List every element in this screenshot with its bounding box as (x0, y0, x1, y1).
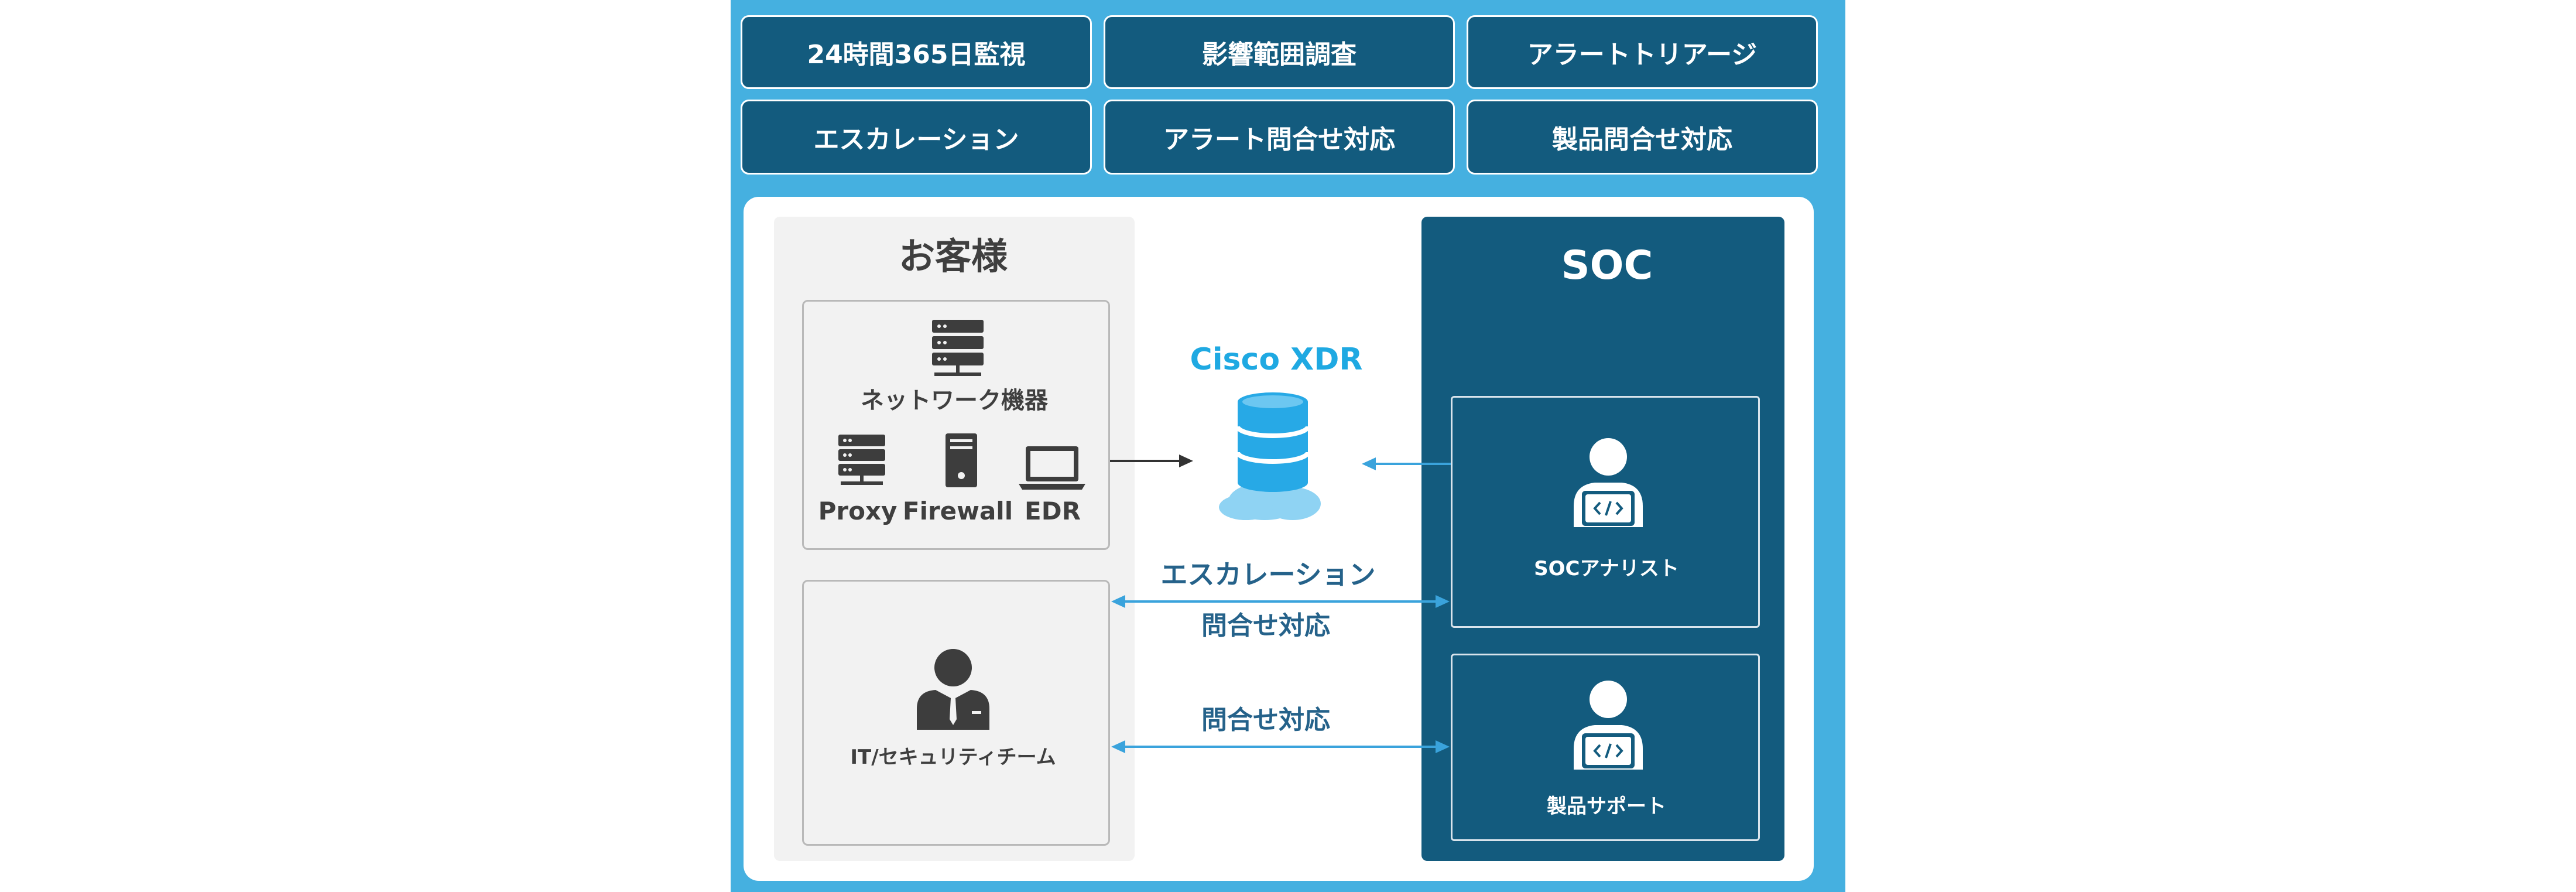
it-security-team-label: IT/セキュリティチーム (850, 746, 1056, 769)
soc-analyst-box (1451, 396, 1760, 628)
device-label-firewall: Firewall (902, 497, 1013, 525)
network-devices-label: ネットワーク機器 (861, 387, 1048, 414)
cloud-database-icon (1219, 392, 1321, 520)
cisco-xdr-title: Cisco XDR (1190, 342, 1363, 377)
service-label: 製品問合せ対応 (1552, 125, 1732, 155)
service-label: アラート問合せ対応 (1163, 125, 1395, 155)
edr-laptop-icon (1019, 446, 1085, 490)
customer-title: お客様 (898, 235, 1008, 278)
service-monitoring-24-365: 24時間365日監視 (741, 15, 1092, 89)
service-alert-triage: アラートトリアージ (1467, 15, 1818, 89)
service-label: 影響範囲調査 (1202, 40, 1356, 70)
escalation-label: エスカレーション (1160, 559, 1376, 590)
arrow-product-inquiry (1111, 740, 1450, 753)
service-escalation: エスカレーション (741, 100, 1092, 175)
product-support-box (1451, 654, 1760, 841)
device-label-edr: EDR (1025, 497, 1081, 525)
service-impact-investigation: 影響範囲調査 (1104, 15, 1455, 89)
soc-analyst-label: SOCアナリスト (1534, 557, 1679, 580)
soc-title: SOC (1561, 242, 1653, 289)
service-label: アラートトリアージ (1527, 40, 1758, 70)
proxy-server-icon (838, 435, 885, 485)
arrow-network-to-xdr (1110, 454, 1193, 467)
device-label-proxy: Proxy (818, 497, 898, 525)
arrow-escalation-inquiry (1111, 595, 1450, 608)
service-label: 24時間365日監視 (807, 40, 1026, 70)
product-support-icon (1574, 681, 1643, 770)
network-server-icon (932, 320, 984, 376)
soc-analyst-icon (1574, 438, 1643, 527)
product-support-label: 製品サポート (1547, 795, 1666, 818)
service-alert-inquiry: アラート問合せ対応 (1104, 100, 1455, 175)
firewall-icon (946, 433, 977, 487)
service-product-inquiry: 製品問合せ対応 (1467, 100, 1818, 175)
service-label: エスカレーション (813, 125, 1019, 155)
inquiry-label-1: 問合せ対応 (1201, 611, 1330, 641)
businessman-icon (917, 649, 989, 730)
arrow-analyst-to-xdr (1362, 457, 1451, 470)
inquiry-label-2: 問合せ対応 (1201, 705, 1330, 735)
